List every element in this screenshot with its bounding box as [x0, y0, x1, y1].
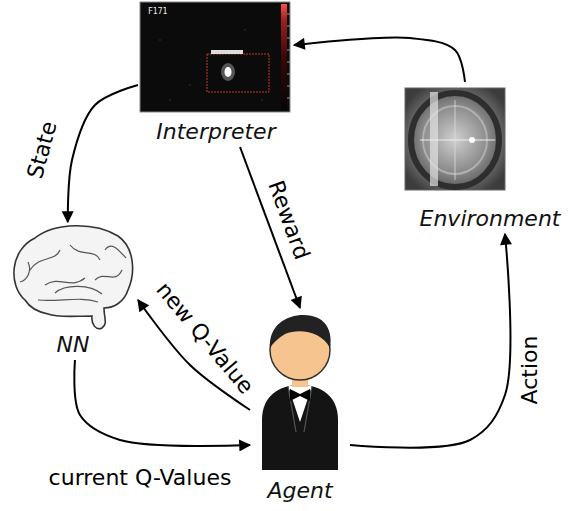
flow-arrow	[350, 234, 510, 448]
agent-node: Agent	[250, 308, 350, 506]
spot-glow	[221, 63, 235, 81]
node-caption: Environment	[420, 206, 561, 231]
node-caption: Agent	[267, 478, 332, 503]
cross-line	[455, 100, 456, 180]
interpreter-screenshot	[140, 2, 290, 112]
lapels	[288, 386, 312, 432]
interpreter-node: Interpreter	[138, 2, 294, 147]
flow-arrow	[294, 37, 465, 82]
hair	[270, 315, 331, 348]
flow-arrow	[68, 85, 138, 222]
bright-spot	[469, 137, 475, 143]
edge-label: new Q-Value	[150, 276, 260, 401]
environment-photo	[405, 88, 505, 190]
color-bar	[281, 4, 287, 110]
bright-spot	[225, 67, 232, 77]
nn-node: NN	[8, 222, 138, 360]
screen-ground	[140, 2, 290, 112]
edge-label: current Q-Values	[47, 465, 234, 490]
tracking-tag	[211, 50, 243, 54]
color-bar-ticks	[287, 14, 290, 98]
edge-label: State	[22, 117, 63, 184]
frame-number: F171	[148, 8, 167, 16]
tracking-box	[207, 54, 269, 92]
noise-dot	[159, 39, 161, 41]
photo-ground	[405, 88, 505, 190]
node-caption: Interpreter	[156, 119, 275, 144]
brain-drawing	[14, 226, 133, 329]
bow-tie	[290, 389, 310, 401]
brain-outline	[14, 226, 133, 329]
noise-dot	[244, 29, 246, 31]
brain-folds	[20, 245, 126, 302]
edge-label: Reward	[262, 175, 315, 264]
environment-node: Environment	[400, 82, 580, 234]
outer-ring	[411, 93, 499, 187]
light-bar	[430, 92, 438, 186]
cross-line	[420, 140, 495, 141]
noise-dot	[189, 84, 191, 86]
suit	[262, 385, 338, 470]
noise-dot	[261, 99, 263, 101]
noise-dot	[169, 99, 171, 101]
node-caption: NN	[57, 332, 90, 357]
edge-label: Action	[517, 334, 542, 407]
agent-figure	[262, 315, 338, 470]
